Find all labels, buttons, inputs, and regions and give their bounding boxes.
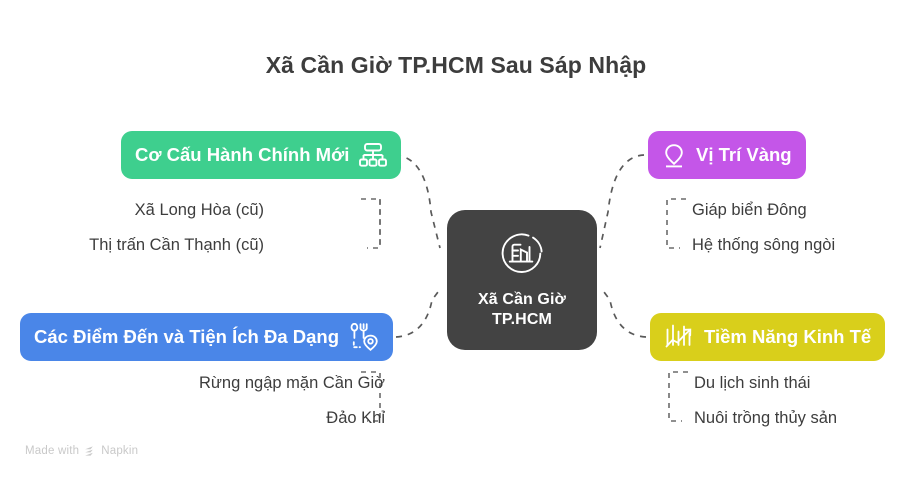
sub-item-economy-1: Nuôi trồng thủy sản <box>694 409 838 427</box>
napkin-logo-icon <box>84 445 96 457</box>
city-circle-icon <box>498 230 546 281</box>
branch-node-location[interactable]: Vị Trí Vàng <box>648 131 806 179</box>
sub-item-admin-0: Xã Long Hòa (cũ) <box>134 201 264 219</box>
napkin-watermark: Made with Napkin <box>25 445 138 457</box>
connector-center-admin <box>394 154 441 249</box>
page-title: Xã Cần Giờ TP.HCM Sau Sáp Nhập <box>265 52 647 78</box>
center-node[interactable]: Xã Cần Giờ TP.HCM <box>447 210 597 350</box>
sub-item-admin-1: Thị trấn Cần Thạnh (cũ) <box>89 236 264 254</box>
sub-item-economy-0: Du lịch sinh thái <box>694 374 811 392</box>
branch-label-places: Các Điểm Đến và Tiện Ích Đa Dạng <box>34 325 340 347</box>
dining-location-icon <box>349 323 379 351</box>
branch-node-economy[interactable]: Tiềm Năng Kinh Tế <box>650 313 886 361</box>
sub-item-places-1: Đảo Khỉ <box>326 409 385 427</box>
branch-label-economy: Tiềm Năng Kinh Tế <box>704 325 872 347</box>
branch-node-admin[interactable]: Cơ Cấu Hành Chính Mới <box>121 131 402 179</box>
connector-economy-items <box>668 371 688 422</box>
connector-center-economy <box>600 287 647 338</box>
watermark-brand: Napkin <box>101 445 139 457</box>
sub-item-location-0: Giáp biển Đông <box>692 201 807 219</box>
branch-label-admin: Cơ Cấu Hành Chính Mới <box>135 143 350 165</box>
sub-item-location-1: Hệ thống sông ngòi <box>692 236 836 254</box>
center-node-label-line1: Xã Cần Giờ <box>478 290 566 308</box>
connector-center-places <box>395 287 442 338</box>
center-node-label-line2: TP.HCM <box>492 311 552 328</box>
watermark-prefix: Made with <box>25 445 80 457</box>
connector-center-location <box>599 154 645 249</box>
connector-location-items <box>666 198 686 249</box>
connector-admin-items <box>361 198 381 249</box>
org-chart-icon <box>359 142 388 168</box>
sub-item-places-0: Rừng ngập mặn Cần Giờ <box>198 374 385 392</box>
location-pin-icon <box>662 142 686 169</box>
growth-chart-icon <box>664 323 694 351</box>
branch-node-places[interactable]: Các Điểm Đến và Tiện Ích Đa Dạng <box>20 313 394 361</box>
center-node-label: Xã Cần Giờ TP.HCM <box>478 290 566 331</box>
branch-label-location: Vị Trí Vàng <box>696 143 792 165</box>
